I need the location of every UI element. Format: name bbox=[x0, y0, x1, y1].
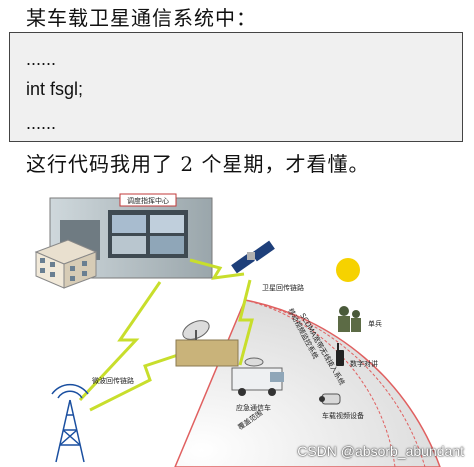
code-ellipsis-top: ...... bbox=[26, 49, 57, 69]
sun-icon bbox=[336, 258, 360, 282]
link-center-satellite bbox=[189, 258, 245, 280]
camera-icon bbox=[319, 393, 341, 405]
watermark: CSDN @absorb_abundant bbox=[297, 443, 464, 459]
soldier-icon bbox=[338, 306, 361, 332]
coverage-area bbox=[174, 299, 441, 467]
building-icon bbox=[34, 239, 98, 289]
radio-tower-icon bbox=[51, 383, 89, 463]
emergency-vehicle-icon bbox=[231, 357, 284, 396]
network-diagram: 调度指挥中心 卫星回传链路 微波回传链路 bbox=[34, 193, 441, 467]
satellite-link-label: 卫星回传链路 bbox=[262, 283, 304, 292]
link-satellite-vehicle bbox=[238, 279, 254, 366]
vehicle-label: 应急通信车 bbox=[236, 403, 271, 412]
satellite-icon bbox=[231, 240, 275, 274]
soldier-label: 单兵 bbox=[368, 319, 382, 328]
dish-station-icon bbox=[175, 320, 239, 367]
link-center-tower bbox=[78, 281, 162, 402]
command-center-label: 调度指挥中心 bbox=[127, 196, 169, 205]
code-ellipsis-bottom: ...... bbox=[26, 113, 57, 133]
code-declaration: int fsgl; bbox=[26, 79, 84, 99]
code-block: ...... int fsgl; ...... bbox=[9, 32, 463, 142]
link-tower-hub bbox=[89, 344, 206, 412]
caption-text: 这行代码我用了 2 个星期，才看懂。 bbox=[26, 152, 370, 176]
radio-icon bbox=[336, 343, 344, 366]
camera-label: 车载视频设备 bbox=[322, 411, 364, 420]
header-title: 某车载卫星通信系统中： bbox=[26, 6, 257, 30]
radio-label: 数字对讲 bbox=[350, 359, 378, 368]
microwave-link-label: 微波回传链路 bbox=[92, 376, 134, 385]
